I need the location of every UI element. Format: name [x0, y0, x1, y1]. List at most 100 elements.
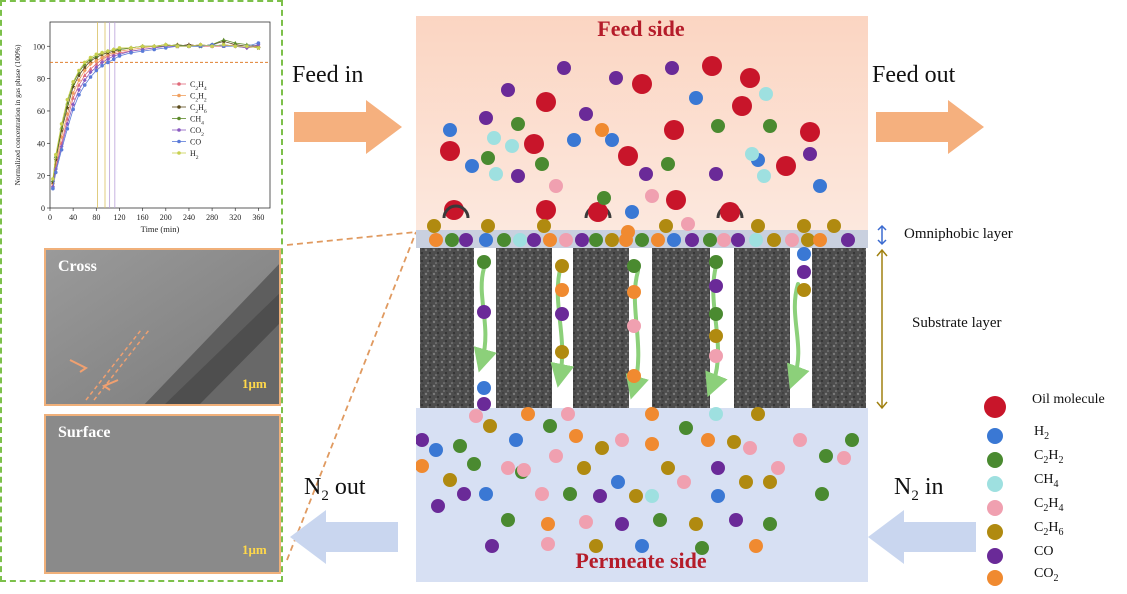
molecule: [801, 233, 815, 247]
feed-in-arrow: [294, 100, 402, 154]
legend-swatch: [987, 428, 1003, 444]
molecule: [541, 517, 555, 531]
molecule: [841, 233, 855, 247]
molecule: [845, 433, 859, 447]
molecule: [763, 475, 777, 489]
molecule: [555, 307, 569, 321]
molecule: [639, 167, 653, 181]
molecule: [763, 119, 777, 133]
molecule: [720, 202, 740, 222]
legend-marker: [177, 105, 181, 109]
data-point: [221, 42, 226, 47]
molecule: [689, 91, 703, 105]
molecule: [453, 439, 467, 453]
data-point: [94, 52, 99, 57]
molecule: [797, 283, 811, 297]
x-tick-label: 360: [252, 213, 264, 222]
data-point: [152, 44, 157, 49]
data-point: [76, 78, 81, 83]
molecule: [521, 407, 535, 421]
molecule: [653, 513, 667, 527]
molecule: [618, 146, 638, 166]
y-tick-label: 80: [37, 75, 45, 84]
legend-label: CO2: [1034, 566, 1059, 584]
data-point: [117, 46, 122, 50]
data-point: [76, 72, 82, 78]
molecule: [416, 459, 429, 473]
molecule: [479, 233, 493, 247]
data-point: [111, 47, 116, 52]
legend-swatch: [987, 548, 1003, 564]
legend-item: H2: [978, 420, 1127, 444]
legend-entry: C2H4: [190, 80, 207, 92]
legend-swatch: [984, 396, 1006, 418]
molecule: [797, 219, 811, 233]
molecule: [597, 191, 611, 205]
molecule: [625, 205, 639, 219]
data-point: [233, 44, 238, 49]
molecule: [679, 421, 693, 435]
substrate-pillars: [420, 248, 866, 408]
molecule: [465, 159, 479, 173]
feed-in-label: Feed in: [292, 62, 364, 88]
data-point: [105, 52, 110, 57]
molecule: [517, 463, 531, 477]
molecule: [717, 233, 731, 247]
data-point: [53, 170, 58, 175]
molecule: [813, 179, 827, 193]
molecule: [483, 419, 497, 433]
molecule: [509, 433, 523, 447]
cross-label: Cross: [58, 258, 97, 275]
molecule: [549, 179, 563, 193]
molecule: [609, 71, 623, 85]
molecule: [477, 255, 491, 269]
permeate-side-title: Permeate side: [575, 548, 707, 573]
molecule: [577, 461, 591, 475]
data-point: [59, 147, 64, 152]
data-point: [140, 49, 145, 53]
legend-label: H2: [1034, 424, 1050, 442]
molecule: [745, 147, 759, 161]
y-tick-label: 40: [37, 139, 45, 148]
substrate-layer-label: Substrate layer: [912, 315, 1002, 331]
molecule: [477, 397, 491, 411]
legend-swatch: [987, 452, 1003, 468]
substrate-pillar: [420, 248, 474, 408]
legend-swatch: [987, 476, 1003, 492]
data-point: [100, 63, 104, 68]
molecule: [595, 441, 609, 455]
molecule: [837, 451, 851, 465]
molecule: [489, 167, 503, 181]
molecule: [536, 200, 556, 220]
molecule: [479, 111, 493, 125]
molecule: [481, 151, 495, 165]
data-point: [106, 49, 110, 53]
feed-out-label: Feed out: [872, 62, 956, 88]
x-tick-label: 40: [69, 213, 77, 222]
molecule: [440, 141, 460, 161]
data-point: [100, 50, 104, 55]
molecule: [469, 409, 483, 423]
molecule: [632, 74, 652, 94]
molecule: [595, 123, 609, 137]
molecule: [481, 219, 495, 233]
y-tick-label: 20: [37, 172, 45, 181]
molecule: [664, 120, 684, 140]
molecule: [549, 449, 563, 463]
molecule: [666, 190, 686, 210]
permeation-arrow: [705, 264, 728, 398]
molecule: [443, 473, 457, 487]
data-point: [59, 122, 64, 126]
molecule: [709, 329, 723, 343]
molecule: [619, 233, 633, 247]
y-tick-label: 100: [33, 42, 45, 51]
molecule: [813, 233, 827, 247]
molecule: [569, 429, 583, 443]
data-point: [111, 53, 116, 59]
molecule: [477, 305, 491, 319]
x-tick-label: 200: [160, 213, 172, 222]
molecule: [555, 259, 569, 273]
data-point: [210, 44, 214, 49]
molecule: [703, 233, 717, 247]
surface-image: Surface 1μm: [44, 414, 281, 574]
